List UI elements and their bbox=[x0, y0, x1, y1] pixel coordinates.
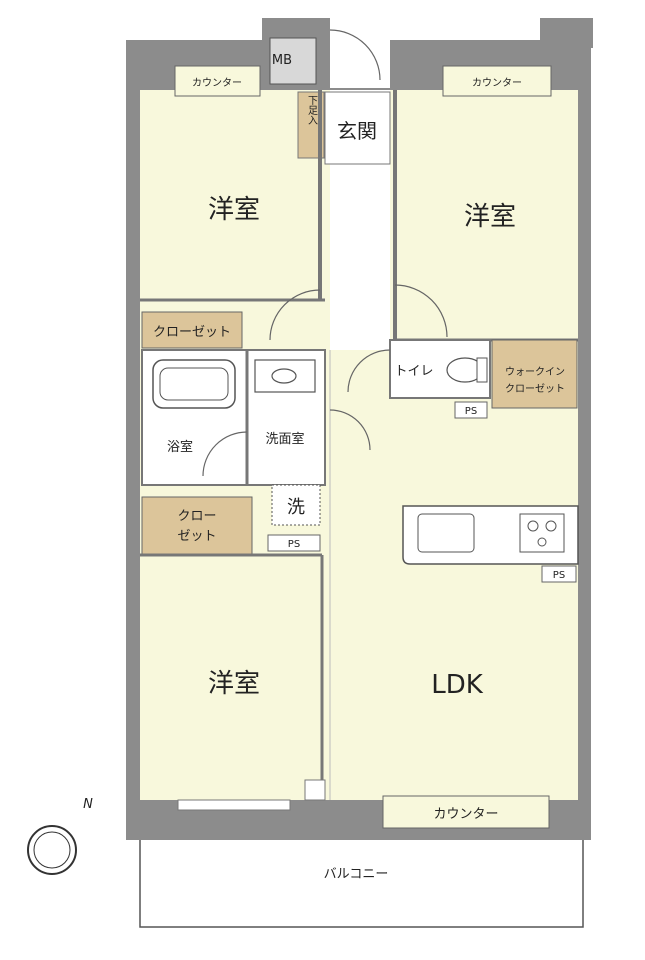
mb-label: MB bbox=[272, 53, 292, 68]
washroom-label: 洗面室 bbox=[265, 431, 304, 447]
closet-mid-label-2: ゼット bbox=[177, 529, 216, 544]
ldk-label: LDK bbox=[431, 670, 484, 700]
closet-mid-label-1: クロー bbox=[177, 509, 216, 524]
youshitsu-bl-label: 洋室 bbox=[208, 669, 260, 699]
ps-label-2: PS bbox=[465, 406, 477, 417]
counter-tr-label: カウンター bbox=[472, 77, 522, 89]
ps-box-3 bbox=[541, 565, 577, 583]
youshitsu-tr-label: 洋室 bbox=[464, 202, 516, 232]
ps-label-3: PS bbox=[553, 570, 565, 581]
ps-label-1: PS bbox=[288, 539, 300, 550]
closet-mid bbox=[141, 496, 253, 556]
youshitsu-tl-label: 洋室 bbox=[208, 195, 260, 225]
mb-box bbox=[269, 37, 317, 85]
north-label: N bbox=[83, 797, 93, 812]
sink bbox=[254, 359, 316, 393]
balcony-label: バルコニー bbox=[324, 867, 389, 882]
counter-bottom bbox=[382, 795, 550, 829]
walk-in-closet bbox=[491, 339, 578, 409]
ps-box-2 bbox=[454, 401, 488, 419]
genkan-area bbox=[324, 91, 391, 165]
ps-box-1 bbox=[267, 534, 321, 552]
counter-tl-label: カウンター bbox=[192, 77, 242, 89]
counter-tr bbox=[442, 65, 552, 97]
balcony-area bbox=[139, 834, 584, 928]
wic-label-2: クローゼット bbox=[505, 383, 565, 395]
closet-top bbox=[141, 311, 243, 349]
closet-top-label: クローゼット bbox=[153, 325, 231, 340]
bath-label: 浴室 bbox=[167, 439, 193, 455]
counter-bottom-label: カウンター bbox=[433, 807, 498, 822]
shoe-closet-label: 下足入 bbox=[306, 95, 318, 125]
compass-icon bbox=[27, 820, 77, 880]
counter-tl bbox=[174, 65, 261, 97]
washer-box bbox=[271, 484, 321, 526]
genkan-label: 玄関 bbox=[337, 119, 377, 143]
toilet-label: トイレ bbox=[394, 364, 433, 379]
washer-label: 洗 bbox=[287, 497, 305, 518]
bathtub bbox=[152, 359, 236, 409]
wic-label-1: ウォークイン bbox=[505, 366, 565, 378]
